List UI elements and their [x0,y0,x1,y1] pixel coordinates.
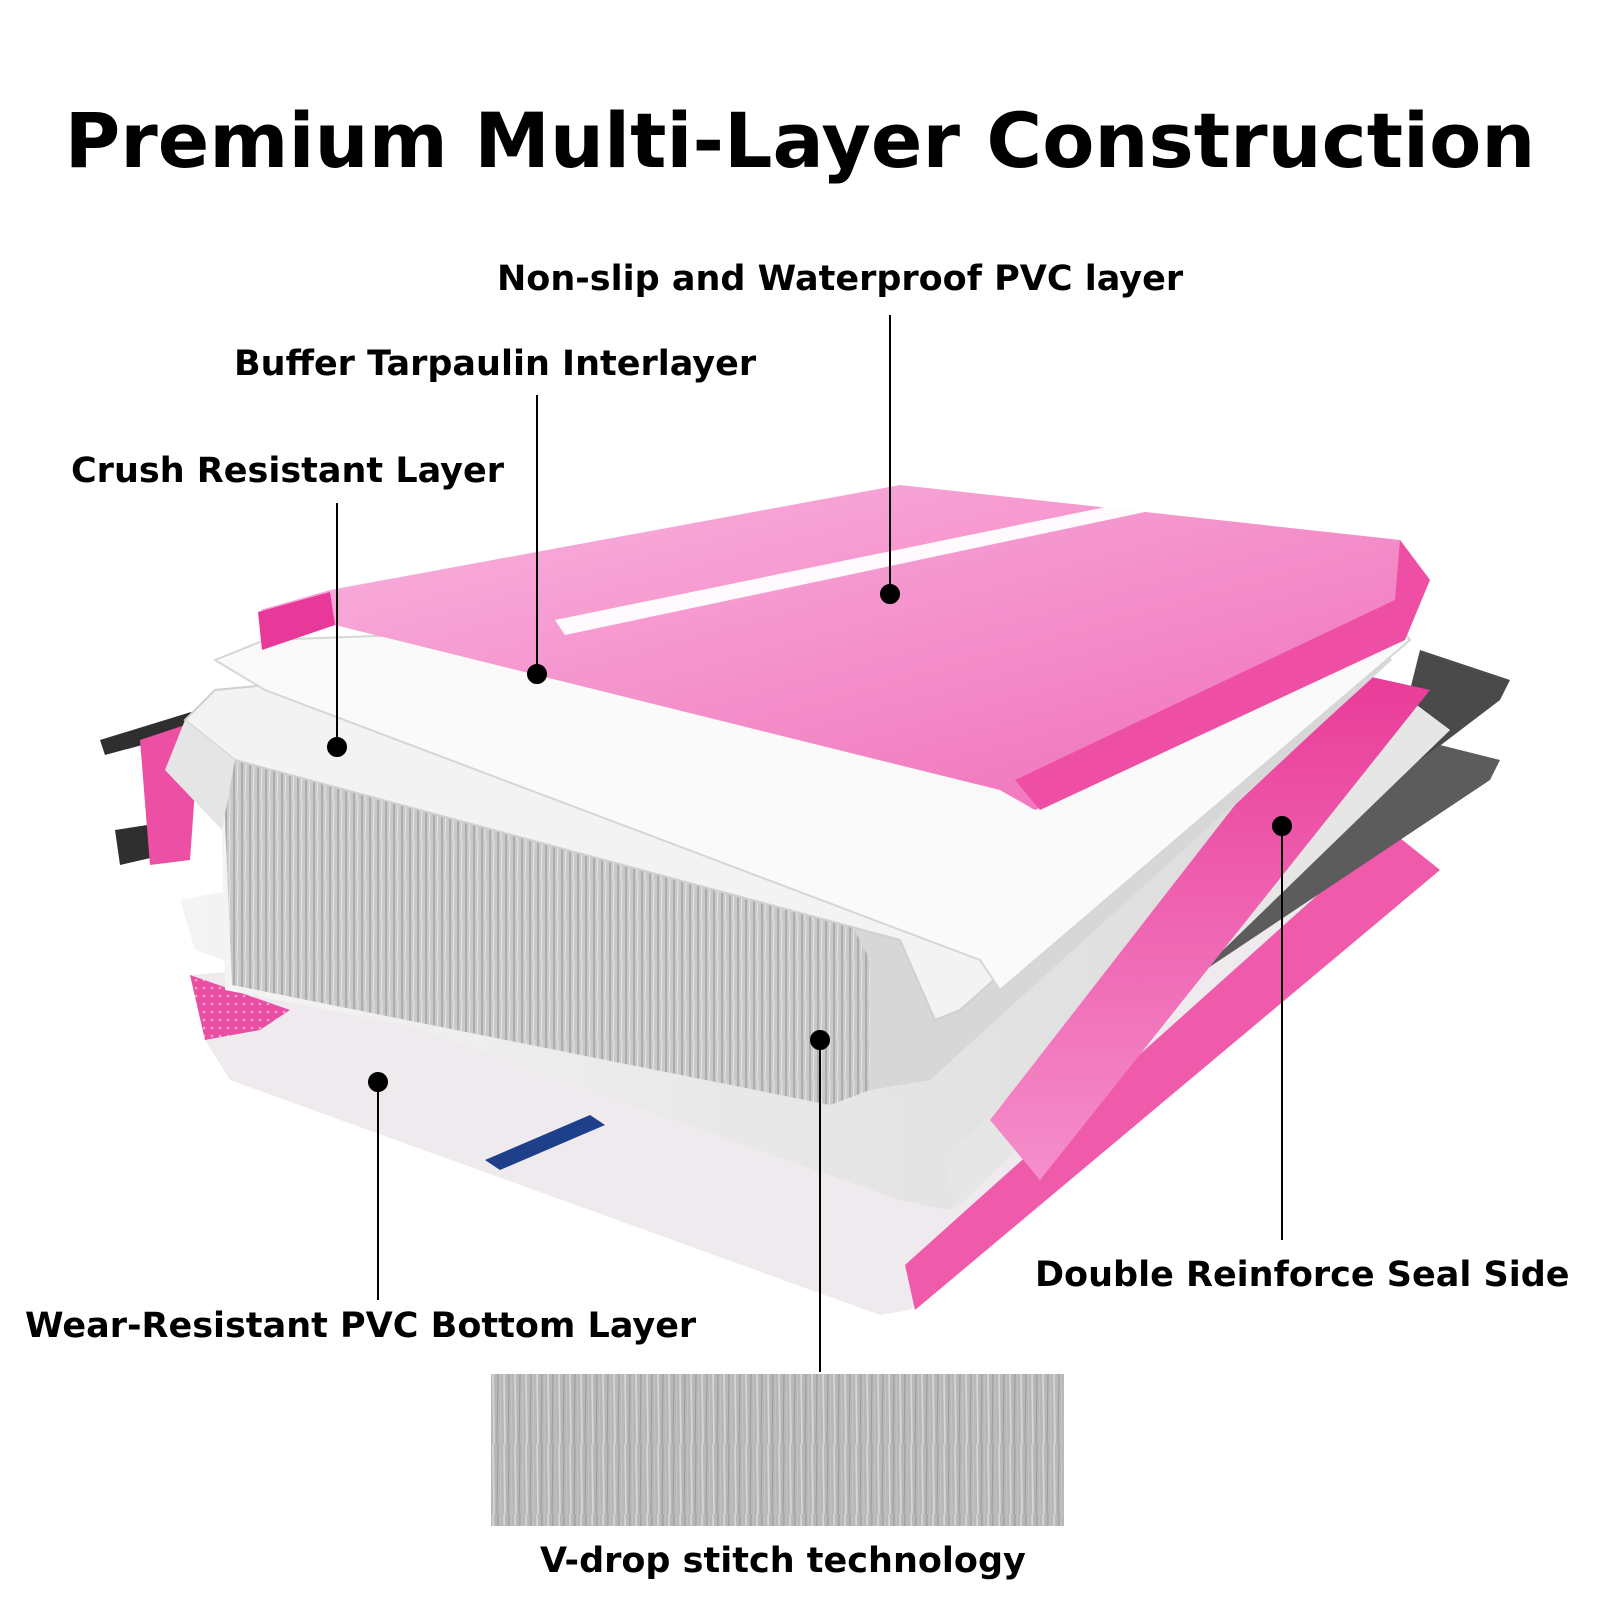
dot-stitch [810,1030,830,1050]
page-title: Premium Multi-Layer Construction [64,96,1536,185]
dot-crush-layer [327,737,347,757]
callout-top-layer: Non-slip and Waterproof PVC layer [497,259,1184,299]
callout-leaders [327,315,1292,1372]
dot-buffer-layer [527,664,547,684]
callout-bottom-layer: Wear-Resistant PVC Bottom Layer [25,1306,697,1346]
dot-seal-side [1272,816,1292,836]
callout-stitch: V-drop stitch technology [540,1541,1026,1581]
drop-stitch-swatch [491,1374,1064,1526]
callout-seal-side: Double Reinforce Seal Side [1035,1255,1570,1295]
dot-bottom-layer [368,1072,388,1092]
top-pvc-layer [258,485,1430,810]
dot-top-layer [880,584,900,604]
callout-crush-layer: Crush Resistant Layer [71,451,504,491]
callout-buffer-layer: Buffer Tarpaulin Interlayer [234,344,757,384]
